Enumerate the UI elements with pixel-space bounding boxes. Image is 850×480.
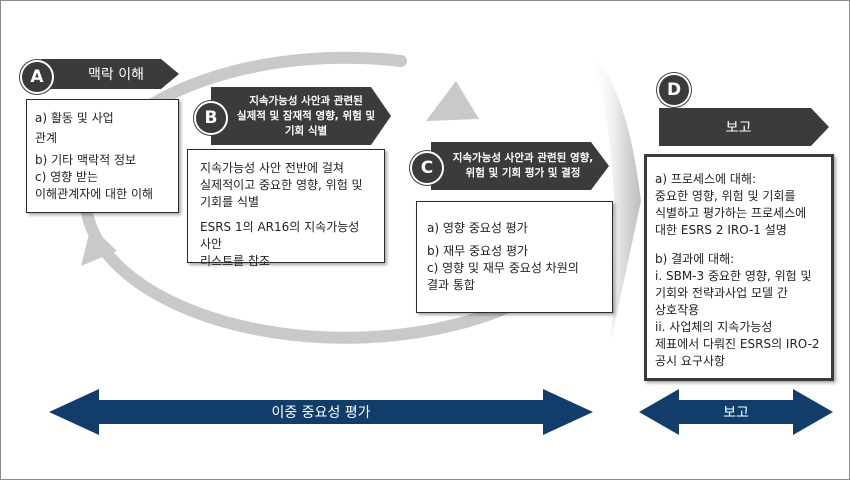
step-b-badge: B bbox=[194, 101, 228, 135]
step-b-title-line: 기회 식별 bbox=[284, 124, 328, 137]
step-c-line: b) 재무 중요성 평가 bbox=[427, 244, 529, 258]
step-d-line: 중요한 영향, 위험 및 기회를 bbox=[655, 189, 796, 203]
step-c-line: a) 영향 중요성 평가 bbox=[427, 221, 528, 235]
step-d-line: ii. 사업체의 지속가능성 bbox=[655, 320, 773, 334]
step-b-box: 지속가능성 사안 전반에 걸쳐 실제적이고 중요한 영향, 위험 및 기회를 식… bbox=[187, 149, 385, 268]
cycle-arrow-head-icon bbox=[426, 81, 479, 121]
step-c-tag-shape bbox=[431, 142, 609, 190]
step-d-box: a) 프로세스에 대해: 중요한 영향, 위험 및 기회를 식별하고 평가하는 … bbox=[644, 154, 834, 381]
step-c-line: 결과 통합 bbox=[427, 278, 475, 292]
step-d-line: a) 프로세스에 대해: bbox=[655, 172, 756, 186]
step-a-tag-shape bbox=[41, 59, 179, 89]
step-a-line: c) 영향 받는 bbox=[35, 170, 99, 184]
step-b-line: 리스트를 참조 bbox=[200, 254, 271, 268]
step-c-badge: C bbox=[410, 151, 444, 185]
step-d-line: 공시 요구사항 bbox=[655, 354, 726, 368]
step-d-line: 상호작용 bbox=[655, 303, 700, 317]
step-a-title: 맥락 이해 bbox=[88, 67, 144, 83]
step-b-title-line: 실제적 및 잠재적 영향, 위험 및 bbox=[236, 109, 376, 122]
step-b-title-line: 지속가능성 사안과 관련된 bbox=[249, 94, 363, 107]
step-b-line: ESRS 1의 AR16의 지속가능성 사안 bbox=[200, 220, 360, 251]
step-a-line: 관계 bbox=[35, 131, 58, 145]
step-c-title: 지속가능성 사안과 관련된 영향, 위험 및 기회 평가 및 결정 bbox=[443, 143, 603, 189]
step-a-line: b) 기타 맥락적 정보 bbox=[35, 153, 137, 167]
step-d-line: 식별하고 평가하는 프로세스에 bbox=[655, 206, 807, 220]
step-b-title: 지속가능성 사안과 관련된 실제적 및 잠재적 영향, 위험 및 기회 식별 bbox=[226, 89, 386, 143]
double-materiality-label: 이중 중요성 평가 bbox=[271, 405, 371, 421]
step-c-box: a) 영향 중요성 평가 b) 재무 중요성 평가 c) 영향 및 재무 중요성… bbox=[416, 201, 613, 313]
cycle-arrow-ring bbox=[79, 51, 592, 344]
step-c-line: c) 영향 및 재무 중요성 차원의 bbox=[427, 261, 579, 275]
step-d-tag-shape bbox=[659, 108, 829, 146]
step-d-badge: D bbox=[657, 73, 691, 107]
step-d-line: 기회와 전략과사업 모델 간 bbox=[655, 286, 788, 300]
reporting-label: 보고 bbox=[723, 405, 749, 421]
step-d-line: b) 결과에 대해: bbox=[655, 252, 735, 266]
step-a-box: a) 활동 및 사업 관계 b) 기타 맥락적 정보 c) 영향 받는 이해관계… bbox=[26, 99, 179, 213]
transition-wedge bbox=[591, 51, 641, 341]
step-d-line: i. SBM-3 중요한 영향, 위험 및 bbox=[655, 269, 812, 283]
step-a-line: a) 활동 및 사업 bbox=[35, 111, 114, 125]
step-b-line: 기회를 식별 bbox=[200, 195, 260, 209]
step-c-title-line: 위험 및 기회 평가 및 결정 bbox=[465, 167, 581, 179]
step-a-line: 이해관계자에 대한 이해 bbox=[35, 187, 154, 201]
step-d-line bbox=[655, 239, 825, 251]
step-d-title: 보고 bbox=[725, 120, 752, 136]
step-d-line: 대한 ESRS 2 IRO-1 설명 bbox=[655, 223, 787, 237]
step-a-badge: A bbox=[20, 60, 54, 94]
step-b-line: 지속가능성 사안 전반에 걸쳐 bbox=[200, 161, 344, 175]
step-b-line bbox=[200, 211, 374, 219]
step-b-line: 실제적이고 중요한 영향, 위험 및 bbox=[200, 178, 363, 192]
step-c-title-line: 지속가능성 사안과 관련된 영향, bbox=[452, 152, 594, 164]
cycle-arrow-tail-icon bbox=[81, 226, 117, 266]
step-d-line: 제표에서 다뤄진 ESRS의 IRO-2 bbox=[655, 337, 820, 351]
reporting-arrow bbox=[639, 389, 833, 435]
step-b-tag-shape bbox=[211, 87, 391, 145]
double-materiality-arrow bbox=[49, 389, 593, 435]
